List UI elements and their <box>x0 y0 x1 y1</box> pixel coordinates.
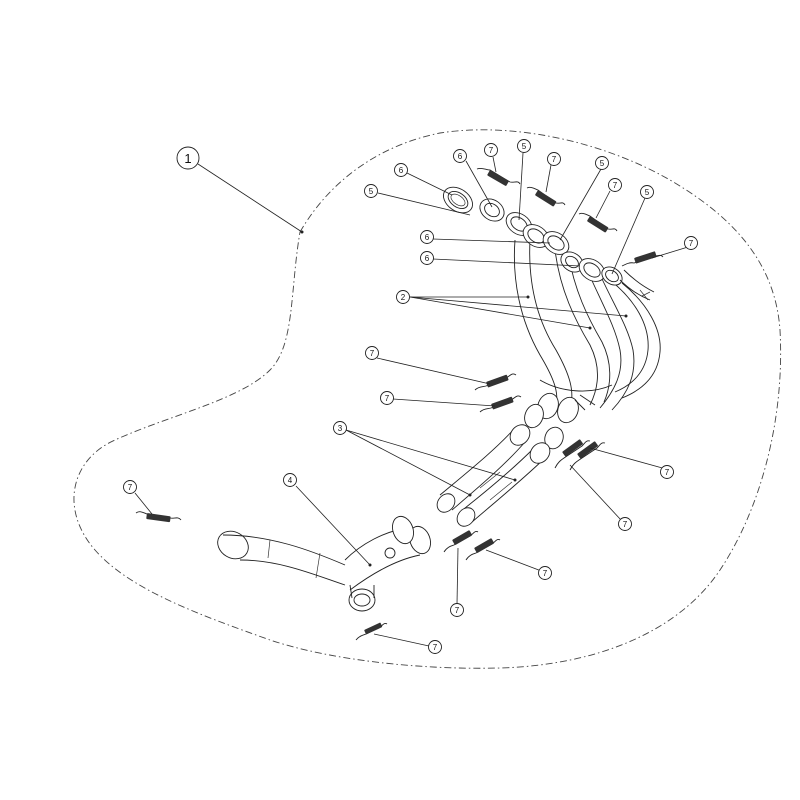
springs <box>135 167 664 641</box>
svg-text:4: 4 <box>288 476 293 485</box>
gasket-ring <box>542 231 570 255</box>
spring-part <box>355 622 388 641</box>
svg-text:6: 6 <box>399 166 404 175</box>
svg-text:7: 7 <box>385 394 390 403</box>
svg-text:6: 6 <box>458 152 463 161</box>
svg-text:7: 7 <box>543 569 548 578</box>
assembly-outline <box>73 129 782 669</box>
svg-text:3: 3 <box>338 424 343 433</box>
svg-text:7: 7 <box>489 146 494 155</box>
svg-text:5: 5 <box>645 188 650 197</box>
callout-7: 7 <box>547 152 561 166</box>
svg-text:7: 7 <box>689 239 694 248</box>
callout-4: 4 <box>283 473 297 487</box>
svg-text:6: 6 <box>425 233 430 242</box>
callouts: 1 2 3 4 5 5 5 5 <box>123 139 698 654</box>
spring-part <box>569 441 606 471</box>
svg-text:7: 7 <box>128 483 133 492</box>
svg-text:7: 7 <box>623 520 628 529</box>
mid-pipes <box>436 424 551 527</box>
callout-3: 3 <box>333 421 347 435</box>
callout-5: 5 <box>640 185 654 199</box>
svg-text:6: 6 <box>425 254 430 263</box>
gasket-ring <box>601 266 623 286</box>
callout-5: 5 <box>595 156 609 170</box>
callout-6: 6 <box>420 230 434 244</box>
callout-7: 7 <box>618 517 632 531</box>
svg-text:7: 7 <box>370 349 375 358</box>
svg-text:1: 1 <box>184 151 191 166</box>
spring-part <box>135 511 182 523</box>
leader-lines <box>134 152 689 647</box>
callout-6: 6 <box>453 149 467 163</box>
callout-1: 1 <box>176 146 200 170</box>
spring-part <box>554 439 591 469</box>
callout-7: 7 <box>660 465 674 479</box>
gasket-ring <box>479 198 505 222</box>
callout-6: 6 <box>394 163 408 177</box>
svg-text:7: 7 <box>613 181 618 190</box>
callout-7: 7 <box>608 178 622 192</box>
link-pipe <box>217 515 431 612</box>
gasket-ring <box>443 186 473 214</box>
gasket-ring <box>578 258 606 282</box>
callout-5: 5 <box>364 184 378 198</box>
spring-part <box>476 167 521 186</box>
header-pipes <box>513 239 661 450</box>
callout-7: 7 <box>538 566 552 580</box>
svg-text:5: 5 <box>369 187 374 196</box>
callout-2: 2 <box>396 290 410 304</box>
svg-text:5: 5 <box>600 159 605 168</box>
callout-5: 5 <box>517 139 531 153</box>
callout-7: 7 <box>380 391 394 405</box>
svg-text:7: 7 <box>455 606 460 615</box>
callout-7: 7 <box>365 346 379 360</box>
spring-part <box>474 373 517 391</box>
callout-7: 7 <box>484 143 498 157</box>
spring-part <box>621 251 664 267</box>
spring-part <box>526 186 566 207</box>
spring-part <box>465 538 501 561</box>
svg-text:5: 5 <box>522 142 527 151</box>
callout-7: 7 <box>684 236 698 250</box>
callout-6: 6 <box>420 251 434 265</box>
spring-part <box>443 530 479 553</box>
gasket-ring <box>560 251 584 273</box>
svg-text:7: 7 <box>552 155 557 164</box>
svg-text:7: 7 <box>665 468 670 477</box>
svg-text:7: 7 <box>433 643 438 652</box>
spring-part <box>578 212 618 233</box>
callout-7: 7 <box>123 480 137 494</box>
svg-text:2: 2 <box>401 293 406 302</box>
callout-7: 7 <box>450 603 464 617</box>
callout-7: 7 <box>428 640 442 654</box>
gaskets <box>443 186 655 301</box>
spring-part <box>479 395 522 413</box>
